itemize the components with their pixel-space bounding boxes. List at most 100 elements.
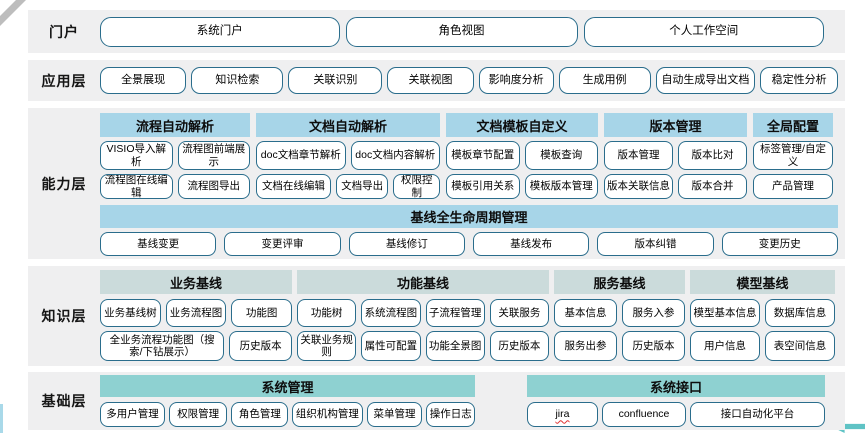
group-header-system-mgmt: 系统管理 bbox=[100, 375, 475, 397]
app-box-auto-export-doc: 自动生成导出文档 bbox=[655, 67, 756, 94]
know-box-basic-info: 基本信息 bbox=[554, 299, 617, 327]
box-row: 多用户管理 权限管理 角色管理 组织机构管理 菜单管理 操作日志 bbox=[100, 402, 475, 427]
foundation-group-system-mgmt: 系统管理 多用户管理 权限管理 角色管理 组织机构管理 菜单管理 操作日志 bbox=[100, 375, 475, 430]
cap-box-flowchart-online-edit: 流程图在线编辑 bbox=[100, 174, 173, 199]
box-row: 模板章节配置 模板查询 bbox=[446, 141, 598, 170]
found-box-jira: jira bbox=[527, 402, 598, 427]
application-box-row: 全景展现 知识检索 关联识别 关联视图 影响度分析 生成用例 自动生成导出文档 … bbox=[100, 60, 839, 101]
app-box-relation-view: 关联视图 bbox=[387, 67, 474, 94]
capability-layer-band: 能力层 流程自动解析 VISIO导入解析 流程图前端展示 流程图在线编辑 流程图… bbox=[28, 108, 845, 259]
cap-box-product-mgmt: 产品管理 bbox=[753, 174, 833, 199]
cap-box-doc-export: 文档导出 bbox=[335, 174, 389, 199]
group-header-version-mgmt: 版本管理 bbox=[604, 113, 747, 137]
box-row: 用户信息 表空间信息 bbox=[690, 331, 835, 361]
baseline-box-revision: 基线修订 bbox=[348, 232, 465, 256]
group-header-global-config: 全局配置 bbox=[753, 113, 833, 137]
app-box-panorama: 全景展现 bbox=[100, 67, 187, 94]
box-row: 版本管理 版本比对 bbox=[604, 141, 747, 170]
app-box-impact-analysis: 影响度分析 bbox=[478, 67, 554, 94]
box-row: 产品管理 bbox=[753, 174, 833, 199]
left-edge-accent-line bbox=[0, 404, 3, 433]
group-header-model-baseline: 模型基线 bbox=[690, 270, 835, 294]
group-header-baseline-lifecycle: 基线全生命周期管理 bbox=[100, 205, 838, 228]
group-header-function-baseline: 功能基线 bbox=[297, 270, 549, 294]
group-header-template-custom: 文档模板自定义 bbox=[446, 113, 598, 137]
foundation-group-system-interface: 系统接口 jira confluence 接口自动化平台 bbox=[527, 375, 825, 430]
layer-label-capability: 能力层 bbox=[41, 175, 87, 192]
app-box-generate-usecase: 生成用例 bbox=[558, 67, 651, 94]
box-row: 文档在线编辑 文档导出 权限控制 bbox=[256, 174, 440, 199]
cap-box-doc-chapter-parse: doc文档章节解析 bbox=[256, 141, 346, 170]
know-box-database-info: 数据库信息 bbox=[765, 299, 835, 327]
capability-group-doc-parse: 文档自动解析 doc文档章节解析 doc文档内容解析 文档在线编辑 文档导出 权… bbox=[256, 113, 440, 199]
box-row: 功能树 系统流程图 子流程管理 关联服务 bbox=[297, 299, 549, 327]
capability-columns: 流程自动解析 VISIO导入解析 流程图前端展示 流程图在线编辑 流程图导出 文… bbox=[100, 113, 838, 199]
box-row: 版本关联信息 版本合并 bbox=[604, 174, 747, 199]
found-box-operation-log: 操作日志 bbox=[426, 402, 475, 427]
know-box-attr-configurable: 属性可配置 bbox=[361, 331, 421, 361]
cap-box-template-reference: 模板引用关系 bbox=[446, 174, 520, 199]
portal-box-role-view: 角色视图 bbox=[345, 16, 578, 47]
know-box-related-service: 关联服务 bbox=[489, 299, 549, 327]
portal-box-workspace: 个人工作空间 bbox=[583, 16, 825, 47]
know-box-tablespace-info: 表空间信息 bbox=[765, 331, 835, 361]
capability-group-global-config: 全局配置 标签管理/自定义 产品管理 bbox=[753, 113, 833, 199]
cap-box-permission-control: 权限控制 bbox=[393, 174, 440, 199]
found-box-role-mgmt: 角色管理 bbox=[231, 402, 289, 427]
app-box-stability-analysis: 稳定性分析 bbox=[760, 67, 839, 94]
cap-box-tag-mgmt-custom: 标签管理/自定义 bbox=[753, 141, 833, 170]
layer-label-application: 应用层 bbox=[41, 72, 87, 89]
box-row: 全业务流程功能图（搜索/下钻展示） 历史版本 bbox=[100, 331, 292, 361]
group-header-business-baseline: 业务基线 bbox=[100, 270, 292, 294]
know-box-function-panorama: 功能全景图 bbox=[425, 331, 485, 361]
box-row: VISIO导入解析 流程图前端展示 bbox=[100, 141, 250, 170]
capability-group-version-mgmt: 版本管理 版本管理 版本比对 版本关联信息 版本合并 bbox=[604, 113, 747, 199]
know-box-model-basic-info: 模型基本信息 bbox=[690, 299, 760, 327]
group-header-process-parse: 流程自动解析 bbox=[100, 113, 250, 137]
found-box-interface-automation: 接口自动化平台 bbox=[690, 402, 825, 427]
capability-group-process-parse: 流程自动解析 VISIO导入解析 流程图前端展示 流程图在线编辑 流程图导出 bbox=[100, 113, 250, 199]
cap-box-flowchart-frontend: 流程图前端展示 bbox=[177, 141, 250, 170]
box-row: 模板引用关系 模板版本管理 bbox=[446, 174, 598, 199]
layer-label-foundation: 基础层 bbox=[41, 393, 87, 409]
portal-box-system: 系统门户 bbox=[100, 16, 340, 47]
box-row: 服务出参 历史版本 bbox=[554, 331, 685, 361]
group-header-system-interface: 系统接口 bbox=[527, 375, 825, 397]
knowledge-group-service-baseline: 服务基线 基本信息 服务入参 服务出参 历史版本 bbox=[554, 270, 685, 361]
knowledge-group-business-baseline: 业务基线 业务基线树 业务流程图 功能图 全业务流程功能图（搜索/下钻展示） 历… bbox=[100, 270, 293, 361]
know-box-service-output: 服务出参 bbox=[554, 331, 617, 361]
cap-box-doc-online-edit: 文档在线编辑 bbox=[256, 174, 331, 199]
baseline-box-error-correction: 版本纠错 bbox=[597, 232, 714, 256]
know-box-full-business-function-map: 全业务流程功能图（搜索/下钻展示） bbox=[100, 331, 225, 361]
know-box-history-version: 历史版本 bbox=[229, 331, 292, 361]
box-row: 流程图在线编辑 流程图导出 bbox=[100, 174, 250, 199]
jira-label-spellcheck: jira bbox=[555, 408, 570, 421]
cap-box-version-relation-info: 版本关联信息 bbox=[604, 174, 673, 199]
found-box-org-mgmt: 组织机构管理 bbox=[292, 402, 363, 427]
app-box-knowledge-search: 知识检索 bbox=[191, 67, 284, 94]
cap-box-template-chapter-config: 模板章节配置 bbox=[446, 141, 520, 170]
baseline-box-change-review: 变更评审 bbox=[224, 232, 341, 256]
know-box-user-info: 用户信息 bbox=[690, 331, 760, 361]
cap-box-template-version-mgmt: 模板版本管理 bbox=[524, 174, 598, 199]
layer-label-portal: 门户 bbox=[49, 23, 79, 40]
application-layer-band: 应用层 全景展现 知识检索 关联识别 关联视图 影响度分析 生成用例 自动生成导… bbox=[28, 60, 845, 101]
box-row: doc文档章节解析 doc文档内容解析 bbox=[256, 141, 440, 170]
group-header-doc-parse: 文档自动解析 bbox=[256, 113, 440, 137]
know-box-service-input: 服务入参 bbox=[622, 299, 685, 327]
box-row: jira confluence 接口自动化平台 bbox=[527, 402, 825, 427]
know-box-subprocess-mgmt: 子流程管理 bbox=[425, 299, 485, 327]
found-box-menu-mgmt: 菜单管理 bbox=[366, 402, 423, 427]
capability-group-template-custom: 文档模板自定义 模板章节配置 模板查询 模板引用关系 模板版本管理 bbox=[446, 113, 598, 199]
box-row: 标签管理/自定义 bbox=[753, 141, 833, 170]
app-box-relation-identify: 关联识别 bbox=[288, 67, 383, 94]
cap-box-visio-import: VISIO导入解析 bbox=[100, 141, 173, 170]
cap-box-template-query: 模板查询 bbox=[524, 141, 598, 170]
box-row: 基本信息 服务入参 bbox=[554, 299, 685, 327]
box-row: 业务基线树 业务流程图 功能图 bbox=[100, 299, 293, 327]
portal-layer-band: 门户 系统门户 角色视图 个人工作空间 bbox=[28, 10, 845, 53]
knowledge-group-function-baseline: 功能基线 功能树 系统流程图 子流程管理 关联服务 关联业务规则 属性可配置 功… bbox=[297, 270, 549, 361]
found-box-confluence: confluence bbox=[601, 402, 687, 427]
found-box-multi-user-mgmt: 多用户管理 bbox=[100, 402, 165, 427]
